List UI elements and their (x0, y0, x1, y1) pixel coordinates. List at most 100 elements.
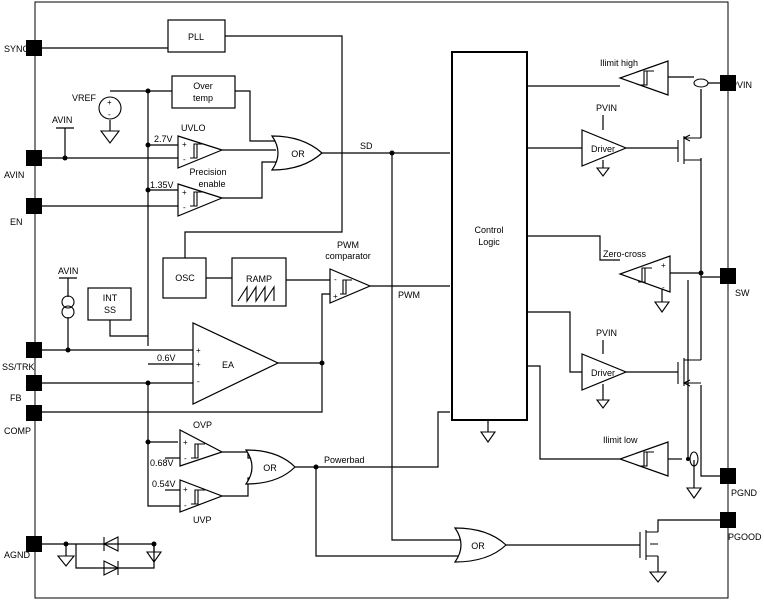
ramp-block (231, 257, 287, 307)
wires (35, 35, 728, 572)
ovp-plus: + (183, 438, 188, 447)
pwm-label: PWM (398, 290, 420, 300)
pin-fb (26, 375, 42, 391)
pin-agnd (26, 536, 42, 552)
hysteresis-icon (638, 267, 652, 283)
ovp-label: OVP (193, 420, 212, 430)
zero-cross-label: Zero-cross (603, 249, 647, 259)
vref-label: VREF (72, 93, 97, 103)
uvp-comparator (179, 479, 224, 513)
pin-label-pgood: PGOOD (728, 532, 762, 542)
or-gate-sd (270, 135, 323, 171)
ground-icon (595, 167, 611, 177)
v06-label: 0.6V (157, 353, 176, 363)
low-side-mosfet-icon (677, 358, 701, 386)
vref-source-icon (98, 96, 122, 120)
ground-icon (685, 487, 703, 499)
pwm-comp-minus: - (334, 275, 337, 284)
overtemp-label-2: temp (193, 93, 213, 103)
high-side-mosfet-icon (677, 89, 702, 164)
pin-label-fb: FB (10, 393, 22, 403)
hysteresis-icon (340, 279, 352, 295)
pin-sync (26, 40, 42, 56)
vref-plus: + (107, 98, 112, 107)
junction (389, 150, 395, 156)
junction (145, 439, 151, 445)
uvp-label: UVP (193, 515, 212, 525)
ovp-minus: - (184, 454, 187, 463)
pll-block (167, 19, 226, 53)
pin-sw (720, 268, 736, 284)
osc-label: OSC (175, 273, 195, 283)
ea-label: EA (222, 360, 234, 370)
hysteresis-icon (640, 451, 654, 467)
uvp-plus: + (183, 485, 188, 494)
pwm-comp-plus: + (333, 292, 338, 301)
pin-label-sync: SYNC (4, 44, 30, 54)
ground-icon (145, 551, 163, 563)
precision-plus: + (182, 188, 187, 197)
int-ss-label-2: SS (104, 305, 116, 315)
pin-pgood (720, 512, 736, 528)
junction (319, 360, 325, 366)
avin-ss-label: AVIN (58, 266, 78, 276)
ground-icon (595, 399, 611, 409)
pvin-high-label: PVIN (596, 103, 617, 113)
uvlo-label: UVLO (181, 123, 206, 133)
or-pg-label: OR (471, 541, 485, 551)
ground-icon (99, 130, 121, 144)
ground-icon (653, 301, 671, 313)
control-logic-block (451, 51, 528, 421)
driver-high-label: Driver (591, 144, 615, 154)
pgood-mosfet-icon (639, 530, 658, 560)
or-gate-powerbad (244, 449, 296, 485)
ea-plus-1: + (196, 346, 201, 355)
pin-label-comp: COMP (4, 426, 31, 436)
ilimit-high-label: Ilimit high (600, 58, 638, 68)
int-ss-label-1: INT (103, 293, 118, 303)
overtemp-label-1: Over (193, 81, 213, 91)
pin-label-pgnd: PGND (731, 488, 758, 498)
uvlo-comparator (177, 135, 224, 169)
or-sd-label: OR (291, 149, 305, 159)
pin-en (26, 198, 42, 214)
sawtooth-icon (237, 285, 275, 303)
sd-label: SD (360, 141, 373, 151)
hysteresis-icon (191, 489, 205, 505)
ea-plus-2: + (196, 360, 201, 369)
vref-minus: - (108, 110, 111, 119)
pin-pvin (720, 75, 736, 91)
low-side-driver (581, 353, 628, 391)
pin-comp (26, 405, 42, 421)
pins (26, 40, 736, 552)
ground-icon (648, 571, 668, 583)
pin-label-avin: AVIN (4, 170, 24, 180)
pin-label-sstrk: SS/TRK (2, 362, 35, 372)
junction (65, 347, 71, 353)
junction (62, 155, 68, 161)
junctions (62, 88, 704, 547)
current-sense-icon (689, 451, 699, 467)
high-side-driver (581, 129, 628, 167)
junction (145, 380, 151, 386)
current-sense-icon (693, 78, 709, 88)
uvp-minus: - (184, 501, 187, 510)
uvlo-minus: - (183, 155, 186, 164)
ground-icon (56, 555, 76, 567)
current-source-icon (61, 305, 75, 319)
junction (698, 270, 704, 276)
ground-icon (479, 431, 497, 443)
agnd-diode-branch (75, 544, 155, 569)
pwm-comp-label-2: comparator (325, 251, 371, 261)
pin-labels: SYNC AVIN EN SS/TRK FB COMP AGND PVIN SW… (2, 44, 762, 560)
junction (145, 88, 151, 94)
osc-block (162, 257, 207, 299)
hysteresis-icon (190, 191, 204, 207)
pin-label-sw: SW (735, 288, 750, 298)
diode-icon (103, 560, 120, 576)
control-logic-label-1: Control (474, 225, 503, 235)
or-gate-pgood (453, 527, 507, 563)
precision-enable-comparator (177, 183, 224, 217)
zc-minus: - (662, 283, 665, 292)
pll-label: PLL (188, 32, 204, 42)
